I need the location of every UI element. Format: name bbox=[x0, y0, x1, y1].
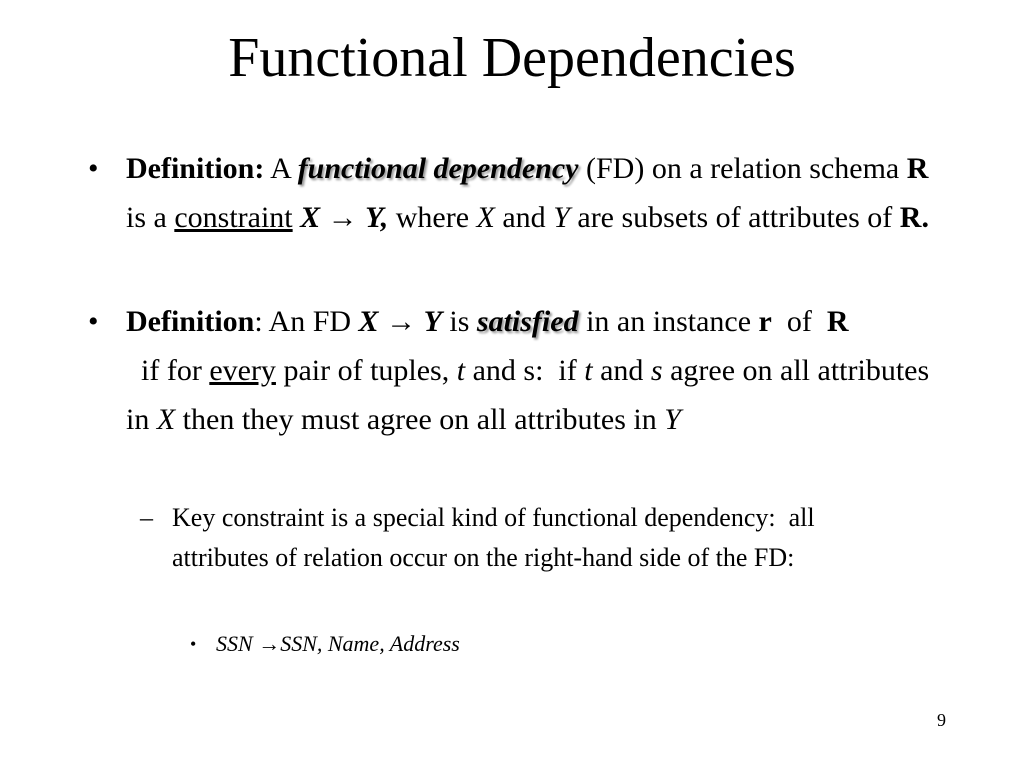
attr-x: X bbox=[300, 201, 321, 234]
attr-x: X bbox=[358, 305, 379, 338]
arrow-symbol: → bbox=[327, 201, 358, 234]
relation-r: R bbox=[906, 152, 929, 185]
every-underlined: every bbox=[209, 354, 276, 387]
attr-y: Y, bbox=[365, 201, 389, 234]
text-run: and s: if bbox=[465, 354, 585, 387]
text-run: agree on all attributes in bbox=[126, 354, 930, 436]
page-number: 9 bbox=[937, 710, 946, 730]
slide-title: Functional Dependencies bbox=[228, 27, 796, 89]
arrow-symbol: → bbox=[386, 305, 417, 338]
text-run: and bbox=[494, 201, 554, 234]
attr-y: Y bbox=[423, 305, 442, 338]
bullet-definition-fd: • Definition: A functional dependency (F… bbox=[88, 144, 938, 242]
text-run: of bbox=[771, 305, 827, 338]
definition-label: Definition: bbox=[126, 152, 265, 185]
fd-rhs: SSN, Name, Address bbox=[280, 631, 460, 656]
attr-x: X bbox=[476, 201, 495, 234]
definition-label: Definition bbox=[126, 305, 255, 338]
sub-bullet-key-constraint: – Key constraint is a special kind of fu… bbox=[140, 498, 900, 578]
bullet-text: Definition: A functional dependency (FD)… bbox=[126, 144, 938, 242]
text-run: and bbox=[592, 354, 651, 387]
text-run: : An FD bbox=[254, 305, 359, 338]
text-run: (FD) on a relation schema bbox=[578, 152, 907, 185]
bullet-definition-satisfied: • Definition: An FD X → Y is satisfied i… bbox=[88, 297, 938, 444]
text-run: where bbox=[388, 201, 477, 234]
relation-r: R bbox=[826, 305, 849, 338]
text-run bbox=[416, 305, 424, 338]
fd-lhs: SSN bbox=[216, 631, 259, 656]
tuple-t: t bbox=[456, 354, 466, 387]
text-run bbox=[379, 305, 387, 338]
arrow-symbol: → bbox=[258, 631, 281, 656]
text-run: if for bbox=[126, 354, 210, 387]
attr-y: Y bbox=[553, 201, 570, 234]
text-run bbox=[320, 201, 328, 234]
text-run: then they must agree on all attributes i… bbox=[175, 403, 665, 436]
text-run: in an instance bbox=[578, 305, 759, 338]
relation-r: R. bbox=[899, 201, 929, 234]
tuple-t: t bbox=[584, 354, 593, 387]
text-run: A bbox=[264, 152, 298, 185]
text-run: pair of tuples, bbox=[275, 354, 457, 387]
sub-sub-bullet-ssn: • SSN →SSN, Name, Address bbox=[190, 628, 790, 660]
attr-y: Y bbox=[664, 403, 681, 436]
bullet-dot: • bbox=[88, 152, 99, 185]
text-run: are subsets of attributes of bbox=[569, 201, 900, 234]
bullet-text: Definition: An FD X → Y is satisfied in … bbox=[126, 297, 938, 444]
tuple-s: s bbox=[650, 354, 663, 387]
constraint-underlined: constraint bbox=[174, 201, 293, 234]
text-run: is a bbox=[126, 201, 175, 234]
bullet-dot: • bbox=[190, 634, 197, 654]
sub-bullet-text: Key constraint is a special kind of func… bbox=[172, 503, 822, 572]
bullet-dot: • bbox=[88, 305, 99, 338]
fd-example: SSN →SSN, Name, Address bbox=[216, 628, 790, 660]
term-functional-dependency: functional dependency bbox=[297, 152, 579, 185]
dash-marker: – bbox=[140, 503, 153, 532]
instance-r: r bbox=[758, 305, 772, 338]
term-satisfied: satisfied bbox=[476, 305, 579, 338]
attr-x: X bbox=[156, 403, 176, 436]
text-run: is bbox=[441, 305, 477, 338]
